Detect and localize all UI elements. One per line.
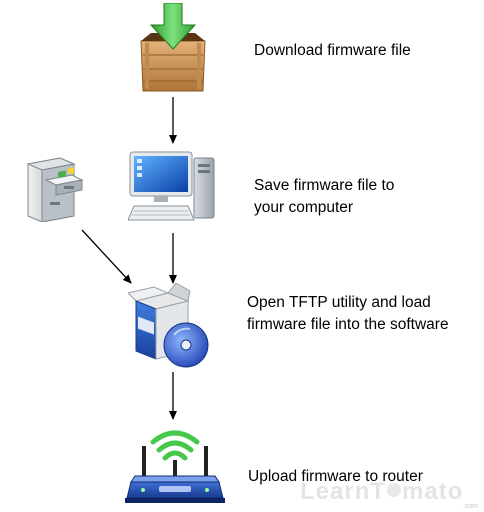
learntomato-watermark: LearnT mato .com — [300, 478, 480, 510]
desktop-computer-icon — [128, 151, 215, 221]
watermark-suffix: .com — [462, 503, 478, 510]
watermark-text-a: LearnT — [300, 478, 387, 505]
step-2-label: Save firmware file to your computer — [254, 175, 394, 219]
step-3-label-line-1: Open TFTP utility and load — [247, 294, 431, 311]
step-3-label: Open TFTP utility and load firmware file… — [247, 292, 449, 336]
step-1-label: Download firmware file — [254, 42, 411, 59]
download-box-icon — [140, 3, 206, 92]
file-cabinet-icon — [26, 157, 84, 222]
step-2-label-line-2: your computer — [254, 199, 354, 216]
wireless-router-icon — [125, 430, 225, 503]
step-2-label-line-1: Save firmware file to — [254, 177, 395, 194]
tomato-logo-icon — [387, 483, 402, 497]
step-4-label: Upload firmware to router — [248, 468, 423, 485]
software-box-icon — [128, 283, 209, 368]
watermark-text-b: mato — [402, 478, 464, 505]
arrow-cabinet-to-software — [81, 229, 132, 284]
step-3-label-line-2: firmware file into the software — [247, 316, 449, 333]
